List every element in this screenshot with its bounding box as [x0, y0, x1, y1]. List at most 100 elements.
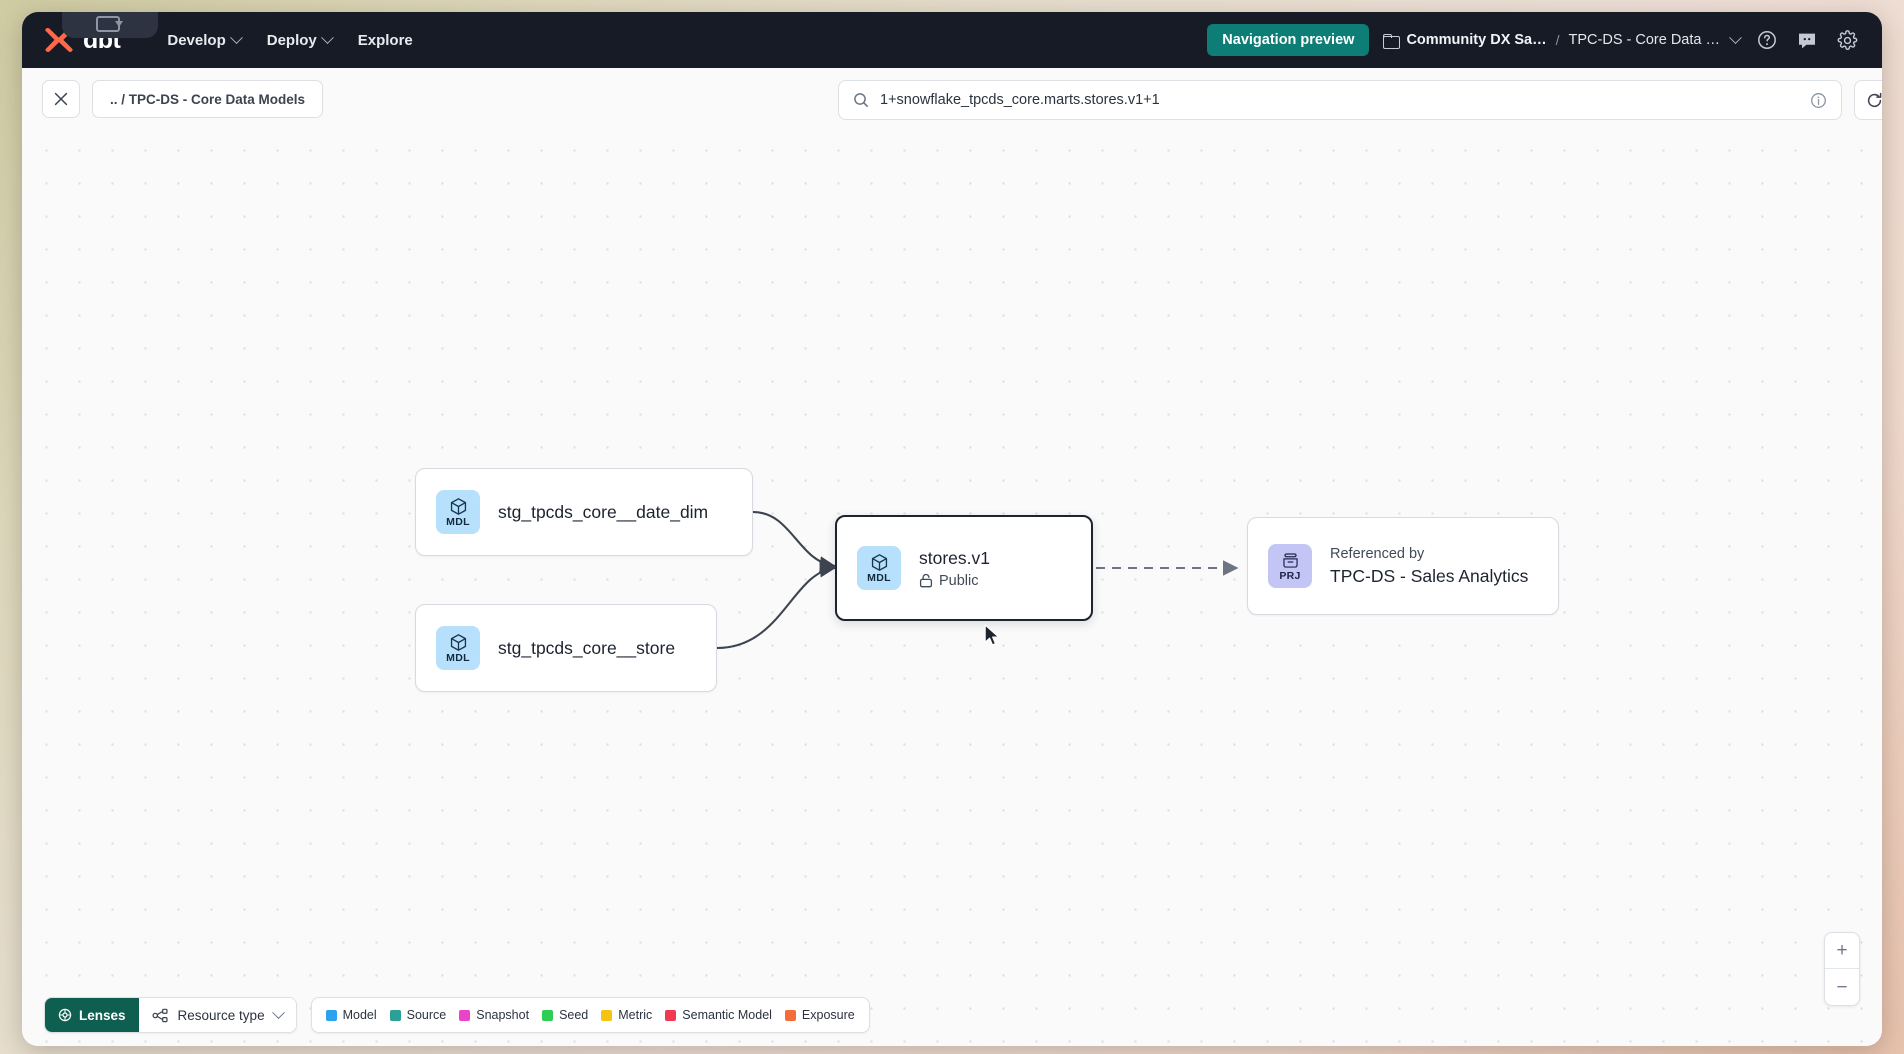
navigation-preview-button[interactable]: Navigation preview — [1207, 24, 1370, 56]
lineage-node-model[interactable]: MDL stg_tpcds_core__date_dim — [415, 468, 753, 556]
project-stack-icon — [1282, 553, 1298, 568]
legend-item-semantic-model: Semantic Model — [665, 1008, 772, 1022]
resource-type-label: Resource type — [177, 1007, 265, 1023]
zoom-in-button[interactable]: + — [1825, 933, 1859, 969]
node-title: stg_tpcds_core__store — [498, 637, 676, 658]
search-input-value[interactable]: 1+snowflake_tpcds_core.marts.stores.v1+1 — [880, 92, 1160, 108]
legend-item-model: Model — [325, 1008, 377, 1022]
node-access-label: Public — [939, 572, 979, 589]
help-button[interactable] — [1754, 27, 1780, 53]
breadcrumb-separator: / — [1555, 32, 1560, 48]
lineage-edges — [716, 510, 1239, 650]
legend-swatch — [784, 1009, 796, 1021]
legend-label: Exposure — [801, 1008, 855, 1022]
legend-item-exposure: Exposure — [784, 1008, 855, 1022]
top-navigation-bar: dbt Develop Deploy Explore Navigation pr… — [22, 12, 1882, 68]
node-access-badge: Public — [919, 573, 990, 589]
zoom-out-button[interactable]: − — [1836, 976, 1848, 998]
app-window: dbt Develop Deploy Explore Navigation pr… — [22, 12, 1882, 1046]
legend-swatch — [389, 1009, 401, 1021]
folder-icon — [1383, 33, 1401, 49]
node-badge-mdl: MDL — [436, 490, 480, 534]
lineage-node-project[interactable]: PRJ Referenced by TPC-DS - Sales Analyti… — [1247, 517, 1559, 615]
node-title: stores.v1 — [919, 547, 990, 568]
search-zone: 1+snowflake_tpcds_core.marts.stores.v1+1 — [838, 80, 1882, 120]
refresh-button[interactable] — [1854, 80, 1882, 120]
chevron-down-icon — [1729, 30, 1742, 44]
legend-item-seed: Seed — [542, 1008, 588, 1022]
node-badge-label: MDL — [446, 651, 470, 664]
account-project-breadcrumb: Community DX Sa… / TPC-DS - Core Data … — [1383, 30, 1742, 49]
search-icon — [854, 93, 868, 107]
nav-item-develop-label: Develop — [167, 31, 226, 49]
node-badge-mdl: MDL — [857, 546, 901, 590]
lineage-toolbar: .. / TPC-DS - Core Data Models 1+snowfla… — [22, 68, 1882, 130]
chevron-down-icon — [271, 1005, 285, 1019]
question-circle-icon — [1758, 31, 1776, 49]
feedback-button[interactable] — [1794, 27, 1820, 53]
refresh-icon — [1867, 92, 1881, 107]
breadcrumb-account[interactable]: Community DX Sa… — [1383, 32, 1547, 49]
close-button[interactable] — [42, 80, 80, 118]
search-input[interactable]: 1+snowflake_tpcds_core.marts.stores.v1+1 — [838, 80, 1842, 120]
node-title: stg_tpcds_core__date_dim — [498, 501, 709, 522]
legend-label: Seed — [559, 1008, 589, 1022]
info-circle-icon — [1811, 92, 1826, 108]
nav-item-develop[interactable]: Develop — [154, 25, 253, 56]
node-title: TPC-DS - Sales Analytics — [1330, 565, 1529, 586]
window-tab-nub — [62, 12, 158, 38]
cube-icon — [450, 633, 466, 651]
lens-controls-group: Lenses Resource type — [44, 997, 297, 1033]
lens-icon — [58, 1008, 72, 1022]
legend-item-metric: Metric — [601, 1008, 652, 1022]
node-kicker: Referenced by — [1330, 545, 1425, 562]
lenses-button-label: Lenses — [79, 1007, 126, 1023]
nav-item-explore[interactable]: Explore — [345, 25, 426, 56]
legend-label: Metric — [618, 1008, 653, 1022]
legend-item-source: Source — [389, 1008, 447, 1022]
gear-icon — [1837, 29, 1857, 50]
legend-label: Semantic Model — [682, 1008, 772, 1022]
legend-swatch — [601, 1009, 613, 1021]
node-badge-label: PRJ — [1279, 569, 1301, 582]
node-badge-label: MDL — [446, 515, 470, 528]
legend-label: Model — [342, 1008, 377, 1022]
lineage-node-selected-model[interactable]: MDL stores.v1 Public — [835, 515, 1093, 621]
nav-item-deploy[interactable]: Deploy — [254, 25, 345, 56]
legend-label: Source — [406, 1008, 447, 1022]
settings-button[interactable] — [1834, 27, 1860, 53]
top-bar-right-group: Navigation preview Community DX Sa… / TP… — [1207, 24, 1860, 56]
legend-swatch — [542, 1009, 554, 1021]
resource-type-filter[interactable]: Resource type — [138, 998, 296, 1032]
zoom-controls: + − — [1824, 932, 1860, 1006]
lineage-legend: Model Source Snapshot Seed Metric — [310, 997, 870, 1033]
cube-icon — [871, 553, 887, 571]
breadcrumb-project-label: TPC-DS - Core Data … — [1568, 32, 1720, 48]
chevron-down-icon — [229, 30, 243, 44]
legend-label: Snapshot — [476, 1008, 530, 1022]
node-badge-label: MDL — [867, 571, 891, 584]
node-body: Referenced by TPC-DS - Sales Analytics — [1330, 546, 1528, 587]
legend-swatch — [459, 1009, 471, 1021]
node-badge-prj: PRJ — [1268, 544, 1312, 588]
close-icon — [54, 92, 68, 106]
breadcrumb-chip[interactable]: .. / TPC-DS - Core Data Models — [92, 80, 324, 118]
breadcrumb-project[interactable]: TPC-DS - Core Data … — [1568, 30, 1742, 48]
cube-icon — [450, 497, 466, 515]
node-badge-mdl: MDL — [436, 626, 480, 670]
nav-item-deploy-label: Deploy — [266, 31, 317, 49]
lock-open-icon — [919, 573, 933, 588]
breadcrumb-account-label: Community DX Sa… — [1406, 32, 1547, 48]
lineage-canvas[interactable]: MDL stg_tpcds_core__date_dim MDL stg_tpc… — [22, 130, 1882, 1046]
nodes-icon — [152, 1008, 168, 1022]
lineage-node-model[interactable]: MDL stg_tpcds_core__store — [415, 604, 717, 692]
nav-item-explore-label: Explore — [357, 31, 413, 49]
legend-swatch — [325, 1009, 337, 1021]
window-nub-arrow-icon — [115, 21, 123, 27]
node-body: stores.v1 Public — [919, 548, 990, 589]
lineage-bottom-toolbar: Lenses Resource type — [22, 984, 1882, 1046]
chat-bubble-icon — [1799, 33, 1815, 48]
legend-item-snapshot: Snapshot — [459, 1008, 529, 1022]
lenses-button[interactable]: Lenses — [45, 998, 139, 1032]
search-info-button[interactable] — [1810, 92, 1827, 109]
